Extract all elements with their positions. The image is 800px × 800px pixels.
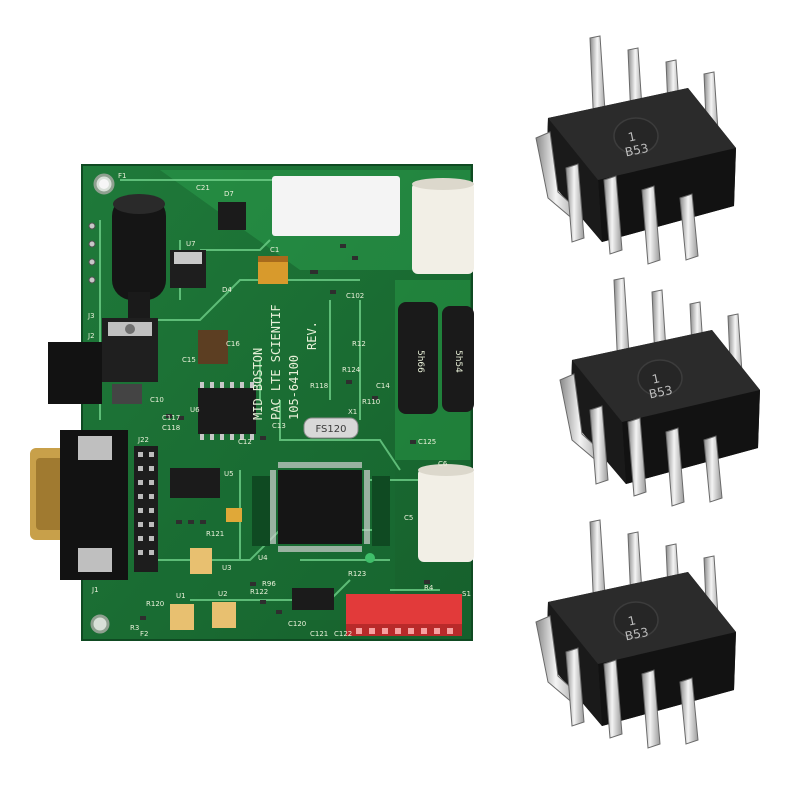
- label-u4: U4: [258, 554, 268, 562]
- dip-switch: [346, 594, 462, 636]
- label-c1: C1: [270, 246, 279, 254]
- capacitor-cylinder: [418, 464, 474, 562]
- chip-mark-1: 1: [651, 371, 661, 386]
- inductor-marking-left: 5h66: [415, 350, 425, 373]
- label-r120: R120: [146, 600, 164, 608]
- label-c125: C125: [418, 438, 436, 446]
- label-c12: C12: [238, 438, 252, 446]
- label-r110: R110: [362, 398, 380, 406]
- inductor-marking-right: 5h54: [453, 350, 463, 373]
- label-j2: J2: [87, 332, 95, 340]
- db9-connector: [30, 430, 128, 580]
- circuit-board: 5h66 5h54 FS120: [30, 164, 474, 641]
- label-u1: U1: [176, 592, 186, 600]
- label-j22: J22: [137, 436, 149, 444]
- label-r121: R121: [206, 530, 224, 538]
- label-u3: U3: [222, 564, 232, 572]
- label-c122: C122: [334, 630, 352, 638]
- chip-mark-2: B53: [624, 625, 650, 644]
- label-r122: R122: [250, 588, 268, 596]
- label-d7: D7: [224, 190, 234, 198]
- label-d4: D4: [222, 286, 232, 294]
- label-s1: S1: [462, 590, 471, 598]
- label-r96: R96: [262, 580, 276, 588]
- label-r124: R124: [342, 366, 361, 374]
- label-x1: X1: [348, 408, 357, 416]
- label-r3: R3: [130, 624, 139, 632]
- label-u5: U5: [224, 470, 234, 478]
- label-u2: U2: [218, 590, 228, 598]
- dip8-chip: 1 B53: [559, 277, 761, 507]
- label-c117: C117: [162, 414, 180, 422]
- label-c15: C15: [182, 356, 196, 364]
- label-j3: J3: [87, 312, 95, 320]
- label-c14: C14: [376, 382, 390, 390]
- label-r118: R118: [310, 382, 328, 390]
- label-c5: C5: [404, 514, 413, 522]
- label-c16: C16: [226, 340, 240, 348]
- chip-mark-2: B53: [648, 383, 674, 402]
- label-f2: F2: [140, 630, 148, 638]
- label-u6: U6: [190, 406, 200, 414]
- board-silk-line-1: MID BOSTON: [251, 348, 265, 420]
- label-c13: C13: [272, 422, 286, 430]
- chip-mark-1: 1: [627, 129, 637, 144]
- board-silk-line-4: REV.: [305, 321, 319, 350]
- board-silk-line-2: PAC LTE SCIENTIF: [269, 304, 283, 420]
- label-c6: C6: [438, 460, 448, 468]
- label-c102: C102: [346, 292, 364, 300]
- label-c21: C21: [196, 184, 210, 192]
- label-r12: R12: [352, 340, 366, 348]
- label-r4: R4: [424, 584, 434, 592]
- label-u7: U7: [186, 240, 196, 248]
- label-j1: J1: [91, 586, 99, 594]
- chip-mark-1: 1: [627, 613, 637, 628]
- dip8-chip: 1 B53: [535, 519, 737, 749]
- label-f1: F1: [118, 172, 126, 180]
- board-silk-line-3: 105-64100: [287, 355, 301, 420]
- label-c118: C118: [162, 424, 180, 432]
- label-c10: C10: [150, 396, 164, 404]
- label-c120: C120: [288, 620, 306, 628]
- dip8-chip: 1 B53: [535, 35, 737, 265]
- label-c121: C121: [310, 630, 328, 638]
- chip-mark-2: B53: [624, 141, 650, 160]
- crystal-marking: FS120: [315, 424, 346, 435]
- capacitor-cylinder: [412, 178, 474, 274]
- label-r123: R123: [348, 570, 366, 578]
